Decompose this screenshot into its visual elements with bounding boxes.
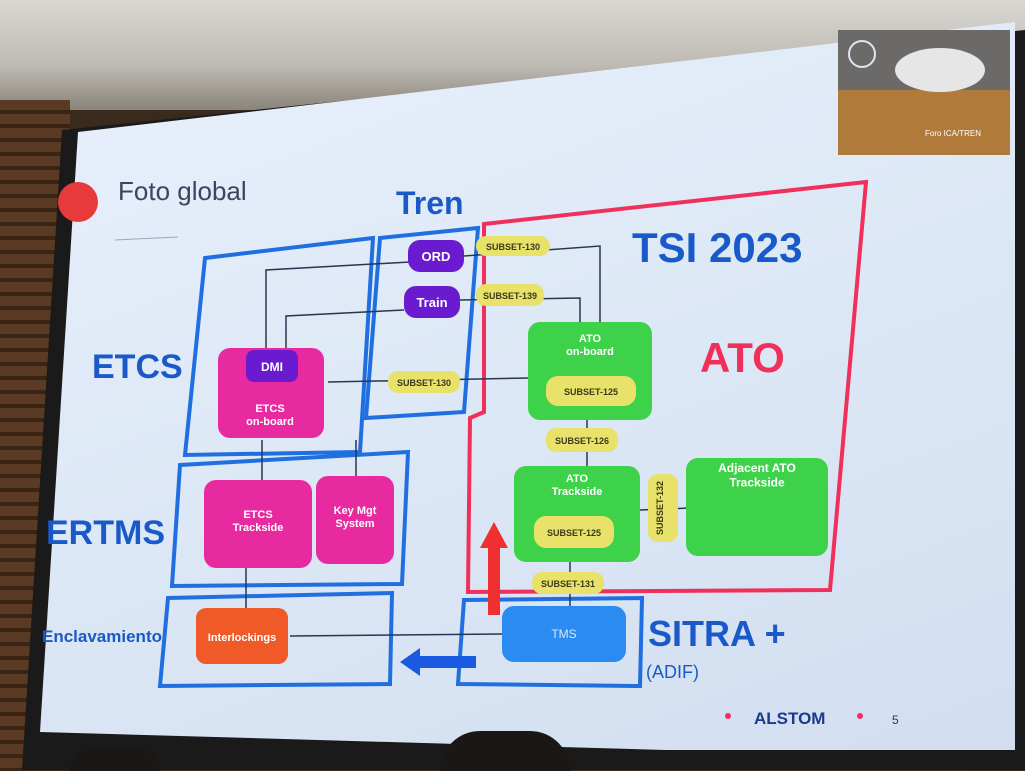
subset-130-mid: SUBSET-130 bbox=[397, 378, 451, 388]
tren-frame bbox=[363, 225, 481, 421]
footer-dot-right bbox=[857, 713, 863, 719]
ertms-frame bbox=[169, 449, 411, 589]
slide-title: Foto global bbox=[118, 176, 247, 206]
badge-icon bbox=[848, 40, 876, 68]
tren-label: Tren bbox=[396, 185, 464, 221]
dmi-node: DMI bbox=[246, 350, 298, 382]
tms-label: TMS bbox=[551, 627, 576, 641]
ertms-label: ERTMS bbox=[46, 514, 165, 552]
interlockings-node: Interlockings bbox=[196, 608, 288, 664]
adif-label: (ADIF) bbox=[646, 662, 699, 682]
audience-head bbox=[70, 749, 160, 771]
subset-139: SUBSET-139 bbox=[483, 291, 537, 301]
subset-125-onboard: SUBSET-125 bbox=[564, 387, 618, 397]
tsi-frame bbox=[465, 179, 869, 595]
page-number: 5 bbox=[892, 713, 899, 727]
foro-label: Foro ICA/TREN bbox=[925, 129, 981, 138]
enclavamiento-label: Enclavamiento bbox=[42, 627, 162, 646]
sitra-label: SITRA + bbox=[648, 613, 786, 654]
footer-dot-left bbox=[725, 713, 731, 719]
brand-logo: ALSTOM bbox=[754, 709, 825, 728]
enclavamiento-frame bbox=[157, 590, 395, 689]
tsi-label: TSI 2023 bbox=[632, 224, 802, 271]
accent-dot bbox=[58, 182, 98, 222]
corner-photo: Foro ICA/TREN bbox=[838, 30, 1010, 155]
subset-126: SUBSET-126 bbox=[555, 436, 609, 446]
title-rule bbox=[114, 236, 179, 241]
left-arrow-icon bbox=[400, 648, 476, 676]
subset-130-top: SUBSET-130 bbox=[486, 242, 540, 252]
audience-head bbox=[440, 731, 570, 771]
connector-lines bbox=[245, 245, 691, 637]
ord-node: ORD bbox=[408, 240, 464, 272]
ato-big-label: ATO bbox=[700, 334, 785, 381]
up-arrow-icon bbox=[480, 522, 508, 615]
subset-132: SUBSET-132 bbox=[655, 481, 665, 535]
subset-pills: SUBSET-130 SUBSET-139 SUBSET-130 SUBSET-… bbox=[388, 236, 678, 594]
etcs-frame bbox=[182, 235, 376, 458]
train-label: Train bbox=[416, 295, 447, 310]
tms-node: TMS bbox=[502, 606, 626, 662]
train-node: Train bbox=[404, 286, 460, 318]
subset-131: SUBSET-131 bbox=[541, 579, 595, 589]
etcs-label: ETCS bbox=[92, 348, 183, 386]
ord-label: ORD bbox=[422, 249, 451, 264]
dmi-label: DMI bbox=[261, 360, 283, 374]
subset-125-trackside: SUBSET-125 bbox=[547, 528, 601, 538]
interlockings-label: Interlockings bbox=[208, 632, 276, 644]
